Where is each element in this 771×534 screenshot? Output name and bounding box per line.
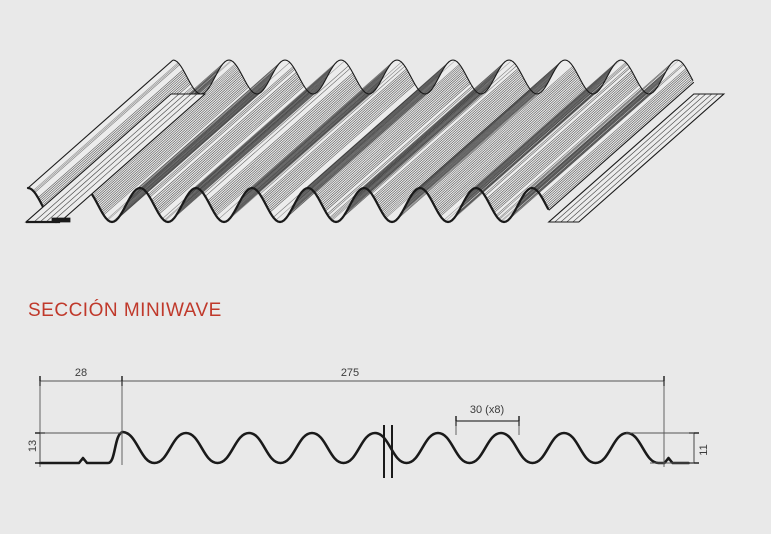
dim-label-total-width: 275 [341, 367, 359, 379]
sheet-thickness-detail [52, 218, 70, 222]
section-geometry [35, 376, 699, 478]
dim-label-pitch: 30 (x8) [470, 404, 504, 416]
isometric-svg [0, 0, 771, 250]
isometric-geometry [26, 60, 724, 222]
section-view: 28 275 30 (x8) 13 11 [0, 355, 771, 500]
dim-label-flange-width: 28 [75, 367, 87, 379]
profile-outline [40, 432, 689, 463]
section-svg: 28 275 30 (x8) 13 11 [0, 355, 771, 500]
page-title: SECCIÓN MINIWAVE [28, 300, 222, 322]
dim-label-right-height: 11 [698, 444, 710, 455]
isometric-view [0, 0, 771, 250]
dim-label-left-height: 13 [27, 440, 39, 452]
